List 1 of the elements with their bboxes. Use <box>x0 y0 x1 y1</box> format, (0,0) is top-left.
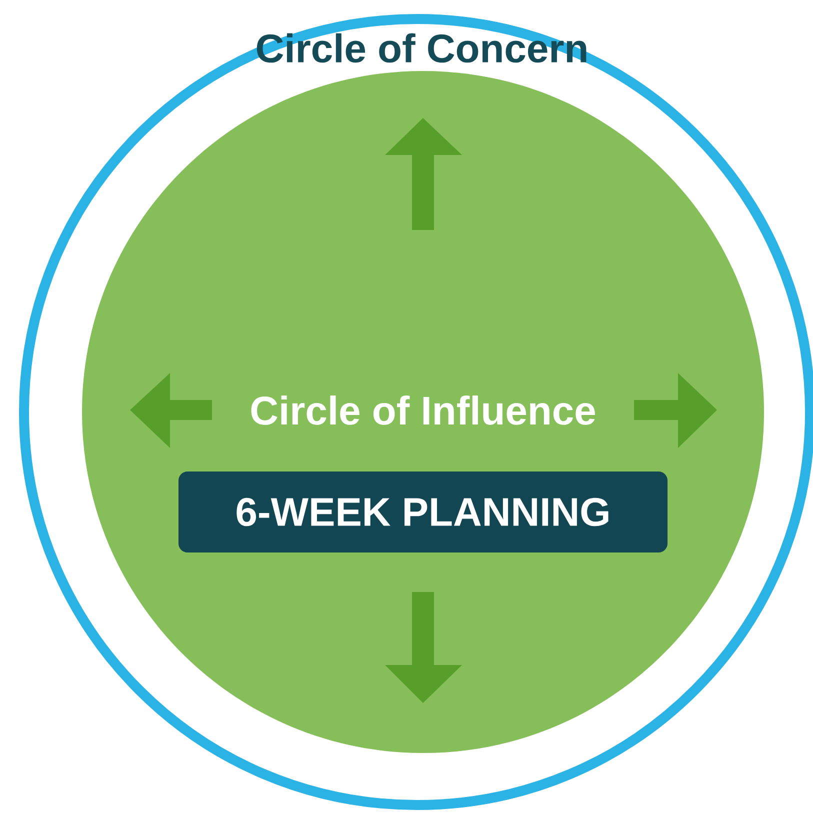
label-box: 6-WEEK PLANNING <box>178 472 668 552</box>
